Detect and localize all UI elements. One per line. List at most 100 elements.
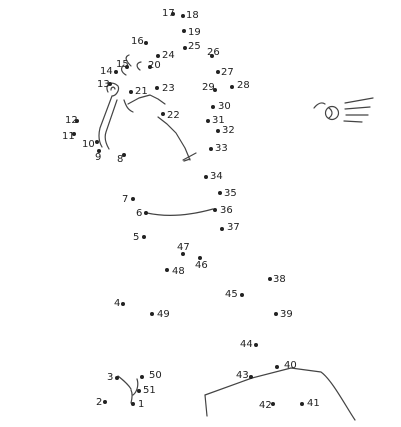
dot-point	[230, 85, 234, 89]
dot-point	[161, 112, 165, 116]
dot-point	[268, 277, 272, 281]
dot-point	[108, 82, 112, 86]
lace-line	[132, 378, 139, 396]
dot-number: 41	[307, 398, 320, 409]
dot-point	[204, 175, 208, 179]
dot-number: 11	[62, 131, 75, 142]
dot-number: 36	[220, 205, 233, 216]
speed-line	[343, 120, 363, 123]
dot-number: 4	[114, 298, 121, 309]
dot-number: 51	[143, 385, 156, 396]
dot-point	[211, 105, 215, 109]
dot-number: 39	[280, 309, 293, 320]
dot-point	[142, 235, 146, 239]
dot-point	[75, 119, 79, 123]
dot-number: 16	[131, 36, 144, 47]
dot-point	[140, 375, 144, 379]
dot-number: 13	[97, 79, 110, 90]
dot-number: 43	[236, 370, 249, 381]
dot-number: 6	[136, 208, 143, 219]
dot-number: 29	[202, 82, 215, 93]
ear-line	[106, 82, 120, 97]
dot-point	[125, 65, 129, 69]
ball-shape	[324, 105, 340, 121]
dot-point	[181, 14, 185, 18]
hair-curl-line	[125, 54, 132, 67]
ball-seam-line	[328, 107, 333, 119]
face-line	[123, 99, 134, 113]
ear-inner-line	[110, 86, 116, 91]
dot-number: 12	[65, 115, 78, 126]
dot-number: 15	[116, 59, 129, 70]
dot-number: 47	[177, 242, 190, 253]
dot-point	[271, 402, 275, 406]
dot-point	[148, 65, 152, 69]
dot-point	[156, 54, 160, 58]
dot-point	[216, 70, 220, 74]
arm-line	[104, 99, 118, 150]
dot-number: 3	[107, 372, 114, 383]
dot-number: 48	[172, 266, 185, 277]
dot-number: 31	[212, 115, 225, 126]
dot-point	[274, 312, 278, 316]
dot-number: 42	[259, 400, 272, 411]
dot-number: 24	[162, 50, 175, 61]
dot-point	[209, 147, 213, 151]
dot-number: 40	[284, 360, 297, 371]
dot-number: 30	[218, 101, 231, 112]
mat-line	[290, 367, 356, 421]
dot-point	[218, 191, 222, 195]
dot-point	[95, 140, 99, 144]
lace-line	[130, 389, 133, 404]
dot-point	[129, 90, 133, 94]
dot-point	[213, 208, 217, 212]
dot-point	[183, 46, 187, 50]
dot-point	[254, 343, 258, 347]
dot-point	[115, 376, 119, 380]
dot-point	[137, 389, 141, 393]
dot-number: 38	[273, 274, 286, 285]
dot-point	[216, 129, 220, 133]
dot-point	[213, 88, 217, 92]
cuff-line	[183, 158, 191, 162]
dot-number: 9	[95, 152, 102, 163]
dot-point	[171, 12, 175, 16]
dot-point	[131, 402, 135, 406]
dot-point	[72, 132, 76, 136]
sleeve-line	[157, 116, 191, 161]
dot-point	[275, 365, 279, 369]
dot-point	[97, 149, 101, 153]
dot-number: 10	[82, 139, 95, 150]
dot-number: 8	[117, 154, 124, 165]
dot-point	[182, 29, 186, 33]
dot-number: 1	[138, 399, 145, 410]
dot-point	[150, 312, 154, 316]
dot-point	[121, 302, 125, 306]
sleeve-end-line	[182, 152, 197, 161]
speed-line	[344, 106, 371, 110]
dot-point	[114, 70, 118, 74]
dot-number: 32	[222, 125, 235, 136]
dot-number: 28	[237, 80, 250, 91]
dot-point	[206, 119, 210, 123]
hair-curl-line	[136, 61, 142, 71]
dot-number: 33	[215, 143, 228, 154]
dot-number: 34	[210, 171, 223, 182]
dot-point	[210, 54, 214, 58]
dot-number: 25	[188, 41, 201, 52]
dot-number: 49	[157, 309, 170, 320]
dot-number: 37	[227, 222, 240, 233]
dot-number: 27	[221, 67, 234, 78]
dot-point	[144, 211, 148, 215]
hair-curl-line	[120, 64, 127, 76]
arm-line	[98, 95, 113, 148]
dot-number: 26	[207, 47, 220, 58]
dot-number: 45	[225, 289, 238, 300]
dot-number: 50	[149, 370, 162, 381]
dot-number: 23	[162, 83, 175, 94]
dot-number: 22	[167, 110, 180, 121]
dot-number: 19	[188, 27, 201, 38]
dot-number: 35	[224, 188, 237, 199]
